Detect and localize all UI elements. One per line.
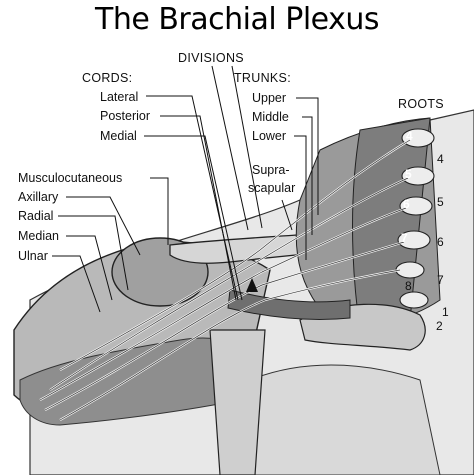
vertebra-c5 — [401, 166, 435, 186]
vertebra-number-7: 7 — [401, 231, 408, 245]
leader-radial — [58, 215, 129, 291]
chest-wall — [239, 364, 441, 475]
root-number-6: 6 — [437, 235, 444, 249]
vertebra-c7 — [397, 230, 431, 250]
nerve-median-label: Median — [18, 229, 59, 243]
vertebra-number-6: 6 — [403, 197, 410, 211]
vertebra-t2 — [399, 291, 429, 309]
roots-header: ROOTS — [398, 97, 444, 111]
root-number-4: 4 — [437, 152, 444, 166]
axillary-arrow — [246, 278, 258, 292]
nerve-radial-label: Radial — [18, 209, 54, 223]
vertebra-number-5: 5 — [405, 167, 412, 181]
plexus-nerve-outlines — [39, 139, 411, 421]
cord-medial-label: Medial — [100, 129, 137, 143]
vertebra-number-1: 1 — [442, 305, 449, 319]
cord-lateral-label: Lateral — [100, 90, 139, 104]
trunk-lower-label: Lower — [252, 129, 287, 143]
trunk-upper-label: Upper — [252, 91, 287, 105]
vertebra-number-8: 8 — [405, 279, 412, 293]
trunks-header: TRUNKS: — [234, 71, 291, 85]
vertebral-processes — [395, 128, 435, 309]
leader-suprascapular — [281, 199, 293, 231]
leader-median — [66, 235, 113, 301]
leader-ulnar — [52, 255, 101, 313]
vertebra-c6 — [399, 196, 433, 216]
subclavian-bundle — [209, 329, 266, 475]
root-number-5: 5 — [437, 195, 444, 209]
leader-upper — [296, 97, 319, 215]
trunk-middle-label: Middle — [252, 110, 289, 124]
cord-posterior-label: Posterior — [100, 109, 151, 123]
leader-axillary — [66, 196, 141, 256]
leader-divisions-2 — [231, 65, 263, 229]
nerve-ulnar-label: Ulnar — [18, 249, 48, 263]
root-number-7: 7 — [437, 273, 444, 287]
suprascapular-label-line1: Supra- — [252, 163, 290, 177]
cords-header: CORDS: — [82, 71, 133, 85]
leader-medial — [144, 135, 243, 301]
vertebra-number-4: 4 — [406, 129, 413, 143]
leader-middle — [302, 116, 313, 235]
leader-posterior — [160, 115, 237, 301]
vertebra-t1 — [395, 261, 425, 279]
nerve-musculocutaneous-label: Musculocutaneous — [18, 171, 123, 185]
divisions-header: DIVISIONS — [178, 51, 244, 65]
leader-divisions — [211, 65, 249, 231]
leader-musculocutaneous — [150, 177, 169, 245]
vertebra-number-2: 2 — [436, 319, 443, 333]
leader-lines — [52, 65, 319, 313]
suprascapular-label-line2: scapular — [248, 181, 296, 195]
page-title: The Brachial Plexus — [95, 2, 379, 37]
vertebra-c4 — [401, 128, 435, 148]
leader-lower — [294, 135, 307, 260]
nerve-axillary-label: Axillary — [18, 190, 59, 204]
